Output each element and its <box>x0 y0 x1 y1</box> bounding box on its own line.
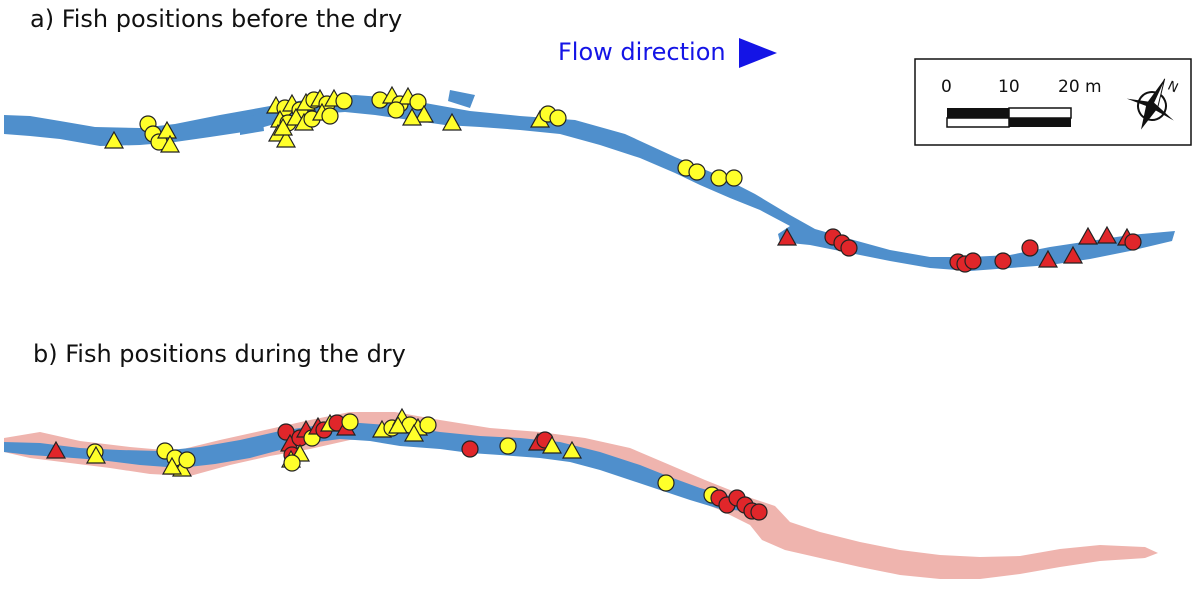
panel-a-fish-marker-5 <box>159 134 181 153</box>
panel-b-fish-marker-28 <box>419 416 437 434</box>
panel-b-fish-marker-6 <box>178 451 196 469</box>
panel-a-fish-marker-15 <box>335 92 353 110</box>
panel-a-fish-marker-41 <box>725 169 743 187</box>
panel-a-river-islet-1 <box>448 90 475 108</box>
flow-direction-arrow-icon <box>739 38 777 68</box>
panel-a-fish-marker-39 <box>688 163 706 181</box>
panel-b-fish-marker-32 <box>499 437 517 455</box>
panel-b-fish-marker-30 <box>403 423 425 442</box>
panel-b-fish-marker-22 <box>283 454 301 472</box>
panel-a-fish-marker-32 <box>401 107 423 126</box>
panel-a-fish-marker-37 <box>549 109 567 127</box>
panel-a-fish-marker-24 <box>275 129 297 148</box>
north-arrow-icon: N <box>1126 78 1180 130</box>
scale-bar-box: 0 10 20 m N <box>914 58 1192 146</box>
panel-a-fish-marker-56 <box>1124 233 1142 251</box>
panel-b-fish-marker-2 <box>85 445 107 464</box>
panel-a-fish-marker-51 <box>1037 249 1059 268</box>
panel-b-fish-marker-31 <box>461 440 479 458</box>
panel-b-fish-marker-7 <box>161 456 183 475</box>
panel-a-fish-marker-54 <box>1096 225 1118 244</box>
panel-a-fish-marker-40 <box>710 169 728 187</box>
panel-a-fish-marker-48 <box>964 252 982 270</box>
panel-b-title: b) Fish positions during the dry <box>33 340 406 368</box>
scale-segment-1-bottom <box>946 117 1010 128</box>
panel-a-fish-marker-33 <box>387 101 405 119</box>
panel-a-fish-marker-22 <box>321 107 339 125</box>
panel-a-river <box>4 95 1175 271</box>
panel-b-fish-marker-37 <box>657 474 675 492</box>
panel-a-fish-marker-4 <box>156 120 178 139</box>
scale-segment-2-bottom <box>1009 118 1071 127</box>
panel-a-fish-marker-42 <box>776 227 798 246</box>
panel-a-fish-marker-31 <box>413 104 435 123</box>
panel-a-fish-marker-0 <box>103 130 125 149</box>
scale-label-0: 0 <box>941 77 952 97</box>
panel-b-fish-marker-36 <box>561 440 583 459</box>
panel-a-fish-marker-25 <box>272 117 294 136</box>
scale-label-20: 20 m <box>1058 77 1102 97</box>
flow-direction-label: Flow direction <box>558 38 726 66</box>
panel-a-fish-marker-49 <box>994 252 1012 270</box>
panel-b-fish-marker-29 <box>387 415 409 434</box>
panel-b-fish-marker-0 <box>45 440 67 459</box>
panel-b-river <box>4 423 748 511</box>
panel-a-fish-marker-52 <box>1062 245 1084 264</box>
panel-b-dry-channel <box>4 412 1158 579</box>
panel-b-fish-marker-20 <box>341 413 359 431</box>
panel-a-fish-marker-50 <box>1021 239 1039 257</box>
panel-a-fish-marker-45 <box>840 239 858 257</box>
scale-label-10: 10 <box>998 77 1020 97</box>
scale-segment-1-top <box>947 108 1009 118</box>
panel-a-fish-marker-34 <box>441 112 463 131</box>
scale-segment-2-top <box>1008 107 1072 119</box>
panel-a-river-islet-2 <box>240 112 264 135</box>
panel-a-fish-marker-53 <box>1077 226 1099 245</box>
panel-b-fish-marker-35 <box>541 435 563 454</box>
panel-a-fish-marker-30 <box>409 93 427 111</box>
panel-a-title: a) Fish positions before the dry <box>30 5 402 33</box>
panel-b-fish-marker-44 <box>750 503 768 521</box>
